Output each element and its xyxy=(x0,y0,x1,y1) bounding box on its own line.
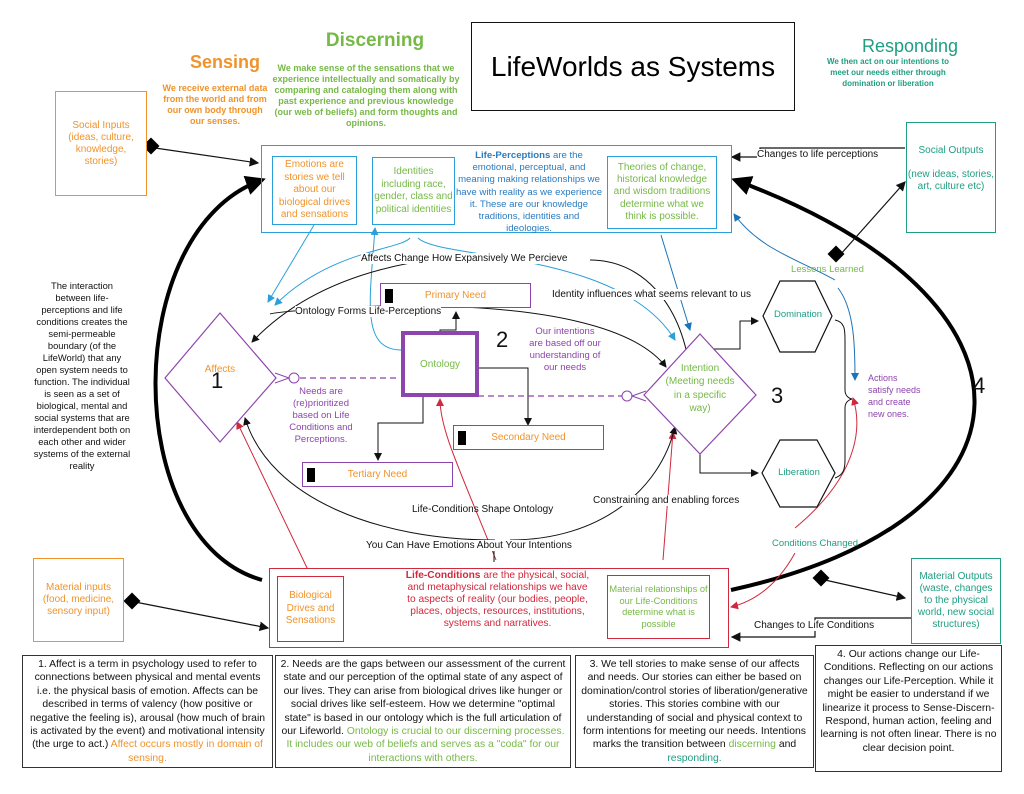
liberation-label[interactable]: Liberation xyxy=(778,467,820,478)
intentions-based-note: Our intentions are based off our underst… xyxy=(529,326,601,373)
material-relationships-box: Material relationships of our Life-Condi… xyxy=(607,575,710,639)
domination-label[interactable]: Domination xyxy=(773,309,823,320)
life-conditions-text: Life-Conditions are the physical, social… xyxy=(405,570,590,630)
intention-diamond xyxy=(643,333,757,455)
theories-text: Theories of change, historical knowledge… xyxy=(613,161,711,222)
life-perceptions-desc: are the emotional, perceptual, and meani… xyxy=(455,150,603,235)
discerning-heading: Discerning xyxy=(325,30,425,51)
footnote-1-highlight: Affect occurs mostly in domain of sensin… xyxy=(110,739,263,764)
social-outputs-desc: (new ideas, stories, art, culture etc) xyxy=(907,169,995,192)
big-loop-right xyxy=(730,176,977,592)
actions-satisfy-note: Actions satisfy needs and create new one… xyxy=(868,373,921,419)
domination-hexagon xyxy=(762,280,833,353)
needs-reprioritized-note: Needs are (re)prioritized based on Life … xyxy=(289,386,353,445)
tertiary-need-box[interactable]: Tertiary Need xyxy=(302,462,453,487)
step-number-1: 1 xyxy=(211,368,224,393)
tertiary-need-label: Tertiary Need xyxy=(347,469,408,480)
edge-label-emotions-intentions: You Can Have Emotions About Your Intenti… xyxy=(366,540,572,551)
step-number-3: 3 xyxy=(771,383,784,408)
affects-label[interactable]: Affects xyxy=(204,364,236,375)
primary-need-label: Primary Need xyxy=(424,290,487,301)
material-relationships-text: Material relationships of our Life-Condi… xyxy=(609,584,708,629)
social-input-arrow xyxy=(154,147,260,167)
identities-text: Identities including race, gender, class… xyxy=(374,166,453,215)
primary-need-box[interactable]: Primary Need xyxy=(380,283,531,308)
secondary-need-box[interactable]: Secondary Need xyxy=(453,425,604,450)
liberation-hexagon xyxy=(761,439,836,508)
step-number-4: 4 xyxy=(973,373,986,398)
edge-label-changes-perceptions: Changes to life perceptions xyxy=(757,149,879,160)
sensing-heading: Sensing xyxy=(189,52,260,72)
footnote-3-text: 3. We tell stories to make sense of our … xyxy=(581,659,808,751)
responding-description: We then act on our intentions to meet ou… xyxy=(826,57,950,88)
edge-label-ontology-forms: Ontology Forms Life-Perceptions xyxy=(295,306,442,317)
footnote-3-and: and xyxy=(775,739,797,751)
biological-drives-text: Biological Drives and Sensations xyxy=(285,590,336,627)
responding-heading: Responding xyxy=(861,36,959,56)
boundary-description: The interaction between life-perceptions… xyxy=(33,280,131,471)
social-inputs-text: Social Inputs (ideas, culture, knowledge… xyxy=(68,119,134,167)
social-output-diamond xyxy=(827,245,845,263)
life-conditions-bold: Life-Conditions xyxy=(405,570,481,581)
primary-need-marker xyxy=(385,289,393,303)
page-title: LifeWorlds as Systems xyxy=(490,50,776,82)
social-inputs-box: Social Inputs (ideas, culture, knowledge… xyxy=(55,91,147,196)
footnote-3-responding: responding. xyxy=(667,752,722,764)
discerning-description: We make sense of the sensations that we … xyxy=(272,63,460,128)
theories-box: Theories of change, historical knowledge… xyxy=(607,156,717,229)
material-outputs-text: Material Outputs (waste, changes to the … xyxy=(917,571,995,630)
life-conditions-desc: are the physical, social, and metaphysic… xyxy=(407,570,590,629)
edge-label-life-conditions-shape: Life-Conditions Shape Ontology xyxy=(412,504,554,515)
footnote-2: 2. Needs are the gaps between our assess… xyxy=(275,655,571,768)
social-output-arrow xyxy=(839,181,906,256)
footnote-2-highlight: Ontology is crucial to our discerning pr… xyxy=(286,726,565,764)
emotions-text: Emotions are stories we tell about our b… xyxy=(278,159,351,221)
edge-label-changes-conditions: Changes to Life Conditions xyxy=(754,620,875,631)
lessons-learned-label: Lessons Learned xyxy=(791,264,864,275)
tertiary-need-marker xyxy=(307,468,315,482)
step-number-2: 2 xyxy=(496,327,509,352)
sensing-description: We receive external data from the world … xyxy=(162,83,268,126)
material-inputs-text: Material inputs (food, medicine, sensory… xyxy=(42,582,115,617)
affects-diamond xyxy=(164,312,277,443)
biological-drives-box: Biological Drives and Sensations xyxy=(277,576,344,642)
material-output-arrow xyxy=(824,579,907,601)
social-outputs-box: Social Outputs (new ideas, stories, art,… xyxy=(906,122,996,233)
material-output-diamond xyxy=(812,569,830,587)
conditions-changed-label: Conditions Changed xyxy=(771,538,859,549)
secondary-need-marker xyxy=(458,431,466,445)
material-input-arrow xyxy=(134,601,270,632)
edge-label-identity-influences: Identity influences what seems relevant … xyxy=(552,289,751,300)
ontology-box[interactable]: Ontology xyxy=(401,331,479,397)
footnote-3: 3. We tell stories to make sense of our … xyxy=(575,655,814,768)
secondary-need-label: Secondary Need xyxy=(491,432,566,443)
life-perceptions-text: Life-Perceptions are the emotional, perc… xyxy=(455,150,603,235)
identities-box: Identities including race, gender, class… xyxy=(372,157,455,225)
footnote-4: 4. Our actions change our Life-Condition… xyxy=(815,645,1002,772)
edge-label-affects-change: Affects Change How Expansively We Percie… xyxy=(361,253,568,264)
ontology-label: Ontology xyxy=(419,358,461,370)
material-inputs-box: Material inputs (food, medicine, sensory… xyxy=(33,558,124,642)
title-box: LifeWorlds as Systems xyxy=(471,22,795,111)
intention-label[interactable]: Intention (Meeting needs in a specific w… xyxy=(665,363,735,415)
footnote-1-text: 1. Affect is a term in psychology used t… xyxy=(29,659,266,751)
big-loop-left xyxy=(153,175,266,582)
footnote-3-discerning: discerning xyxy=(728,739,776,751)
material-input-diamond xyxy=(123,592,141,610)
edge-label-constraining: Constraining and enabling forces xyxy=(593,495,740,506)
life-perceptions-box xyxy=(261,145,732,233)
footnote-1: 1. Affect is a term in psychology used t… xyxy=(22,655,273,768)
emotions-box: Emotions are stories we tell about our b… xyxy=(272,156,357,225)
social-outputs-title: Social Outputs xyxy=(918,145,984,156)
footnote-4-text: 4. Our actions change our Life-Condition… xyxy=(820,649,997,754)
life-perceptions-bold: Life-Perceptions xyxy=(475,150,551,161)
material-outputs-box: Material Outputs (waste, changes to the … xyxy=(911,558,1001,644)
footnote-2-text: 2. Needs are the gaps between our assess… xyxy=(280,659,566,738)
